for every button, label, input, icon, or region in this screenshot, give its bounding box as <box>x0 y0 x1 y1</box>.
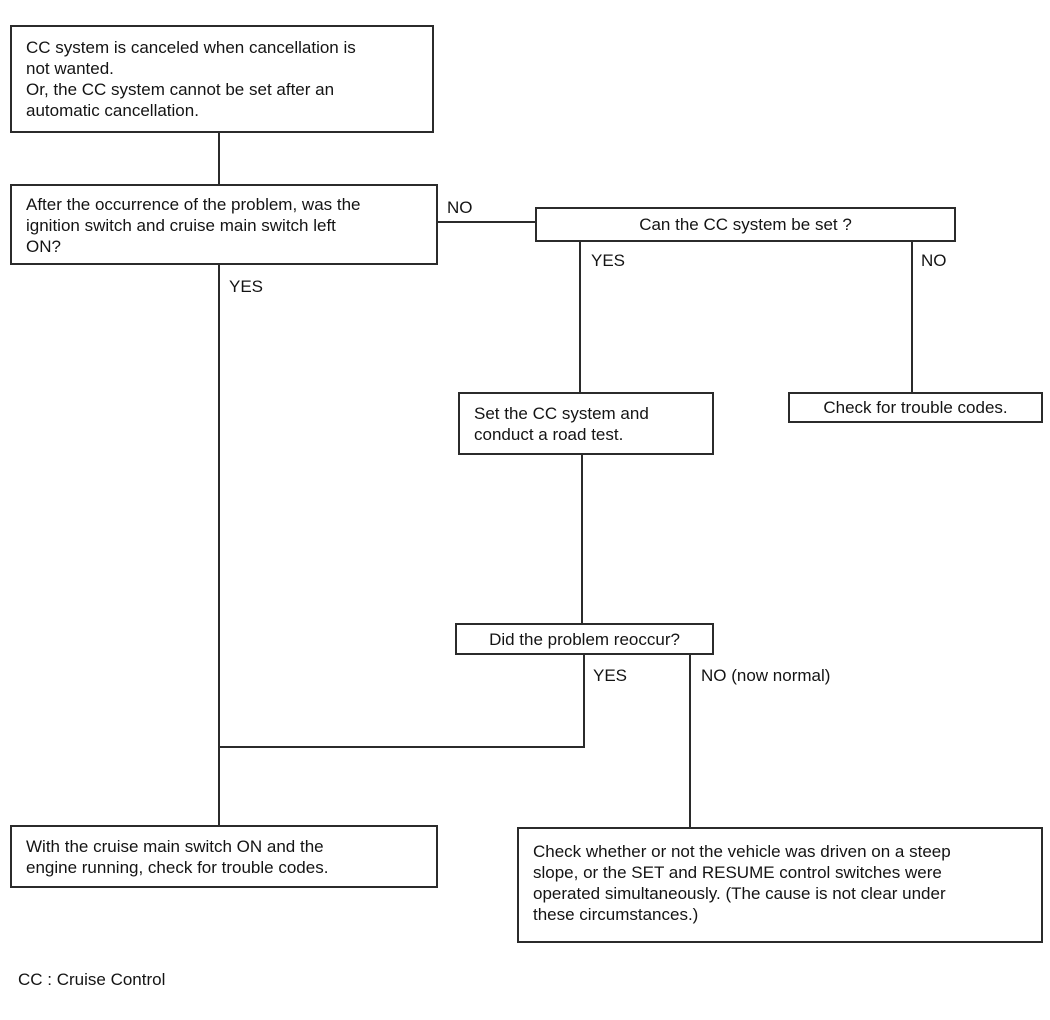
legend-cc-cruise-control: CC : Cruise Control <box>18 970 166 989</box>
connector-can-set-no-to-check-codes <box>911 242 913 392</box>
connector-ignition-no-to-can-set <box>438 221 535 223</box>
flow-node-check-steep-slope: Check whether or not the vehicle was dri… <box>517 827 1043 943</box>
connector-can-set-yes-to-road-test <box>579 242 581 392</box>
branch-label-yes-can-set: YES <box>591 251 626 270</box>
flow-node-start: CC system is canceled when cancellation … <box>10 25 434 133</box>
connector-start-to-ignition <box>218 133 220 184</box>
connector-ignition-yes-to-check-engine <box>218 265 220 825</box>
connector-reoccur-yes-down <box>583 655 585 748</box>
connector-reoccur-no-to-check-slope <box>689 655 691 827</box>
branch-label-no-ignition: NO <box>447 198 473 217</box>
connector-road-test-to-reoccur <box>581 455 583 623</box>
branch-label-no-reoccur-now-normal: NO (now normal) <box>701 666 831 685</box>
branch-label-yes-reoccur: YES <box>593 666 628 685</box>
flow-node-set-and-road-test: Set the CC system and conduct a road tes… <box>458 392 714 455</box>
flow-node-check-codes-engine-running: With the cruise main switch ON and the e… <box>10 825 438 888</box>
connector-reoccur-yes-left <box>218 746 585 748</box>
branch-label-no-can-set: NO <box>921 251 947 270</box>
flow-node-ignition-question: After the occurrence of the problem, was… <box>10 184 438 265</box>
flow-node-can-set-question: Can the CC system be set ? <box>535 207 956 242</box>
branch-label-yes-ignition: YES <box>229 277 264 296</box>
flow-node-check-trouble-codes: Check for trouble codes. <box>788 392 1043 423</box>
flow-node-reoccur-question: Did the problem reoccur? <box>455 623 714 655</box>
